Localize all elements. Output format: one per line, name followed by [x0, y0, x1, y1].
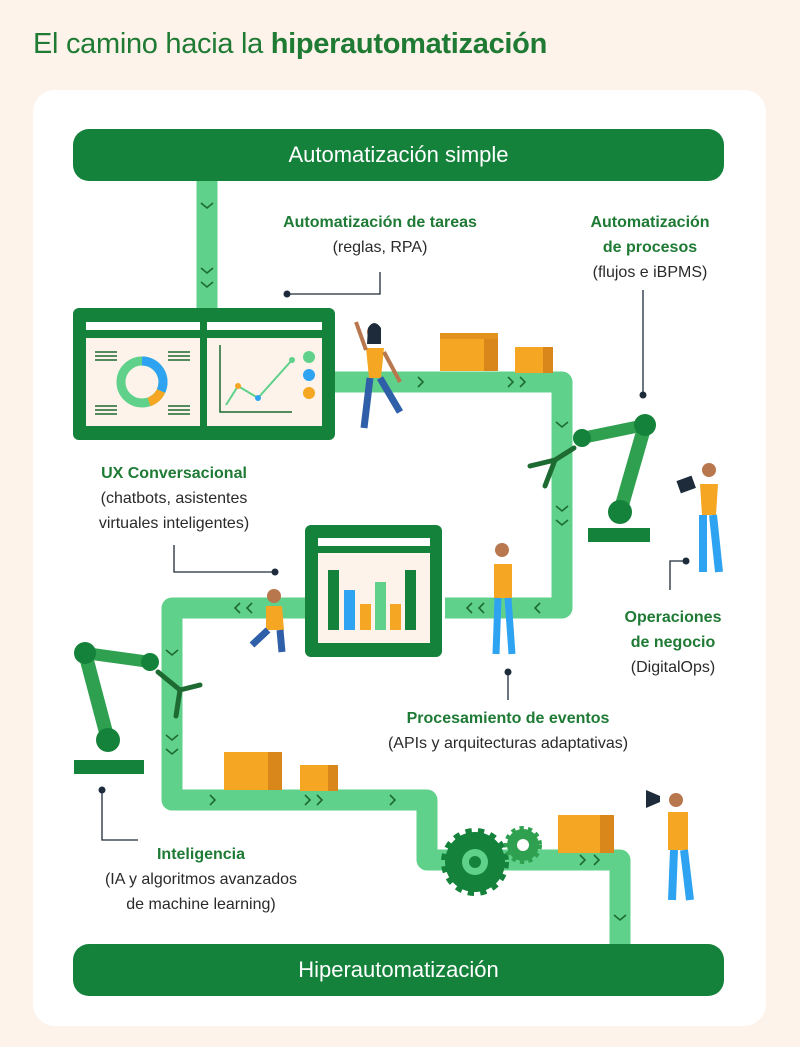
label-ux-title: UX Conversacional	[101, 465, 247, 482]
label-operaciones-desc: (DigitalOps)	[630, 659, 716, 676]
title-bold: hiperautomatización	[270, 28, 548, 60]
label-procesos-title-2: de procesos	[602, 239, 698, 256]
leader-lines	[101, 272, 686, 841]
label-inteligencia-desc-1: (IA y algoritmos avanzados	[104, 871, 298, 888]
label-eventos: Procesamiento de eventos (APIs y arquite…	[338, 706, 678, 756]
label-operaciones-title-1: Operaciones	[624, 609, 722, 626]
belt-chevrons	[165, 202, 627, 922]
robot-arm-left	[74, 642, 203, 774]
label-inteligencia-desc-2: de machine learning)	[126, 896, 276, 913]
gears	[441, 826, 542, 896]
cargo-boxes	[224, 333, 614, 853]
page-title: El camino hacia la hiperautomatización	[33, 28, 547, 61]
label-eventos-title: Procesamiento de eventos	[406, 710, 610, 727]
label-ux-desc-2: virtuales inteligentes)	[98, 515, 250, 532]
dashboard-monitor	[73, 308, 335, 440]
label-operaciones: Operaciones de negocio (DigitalOps)	[600, 605, 746, 680]
label-procesos: Automatización de procesos (flujos e iBP…	[560, 210, 740, 285]
bar-chart-monitor	[305, 525, 442, 657]
person-phone	[492, 543, 516, 655]
robot-arm-right	[527, 414, 656, 542]
label-tareas-desc: (reglas, RPA)	[332, 239, 428, 256]
leader-dots	[98, 290, 690, 794]
person-kneeling	[249, 589, 286, 653]
person-tablet	[676, 463, 723, 573]
label-eventos-desc: (APIs y arquitecturas adaptativas)	[387, 735, 629, 752]
title-normal: El camino hacia la	[33, 28, 271, 60]
label-inteligencia: Inteligencia (IA y algoritmos avanzados …	[70, 842, 332, 917]
person-dancing	[354, 321, 404, 429]
label-procesos-title-1: Automatización	[590, 214, 710, 231]
label-tareas: Automatización de tareas (reglas, RPA)	[245, 210, 515, 260]
banner-bottom: Hiperautomatización	[73, 944, 724, 996]
label-operaciones-title-2: de negocio	[630, 634, 716, 651]
label-procesos-desc: (flujos e iBPMS)	[592, 264, 708, 281]
label-ux-desc-1: (chatbots, asistentes	[100, 490, 248, 507]
banner-top: Automatización simple	[73, 129, 724, 181]
label-inteligencia-title: Inteligencia	[156, 846, 246, 863]
label-ux: UX Conversacional (chatbots, asistentes …	[62, 461, 286, 536]
label-tareas-title: Automatización de tareas	[283, 214, 477, 231]
person-megaphone	[646, 790, 694, 901]
